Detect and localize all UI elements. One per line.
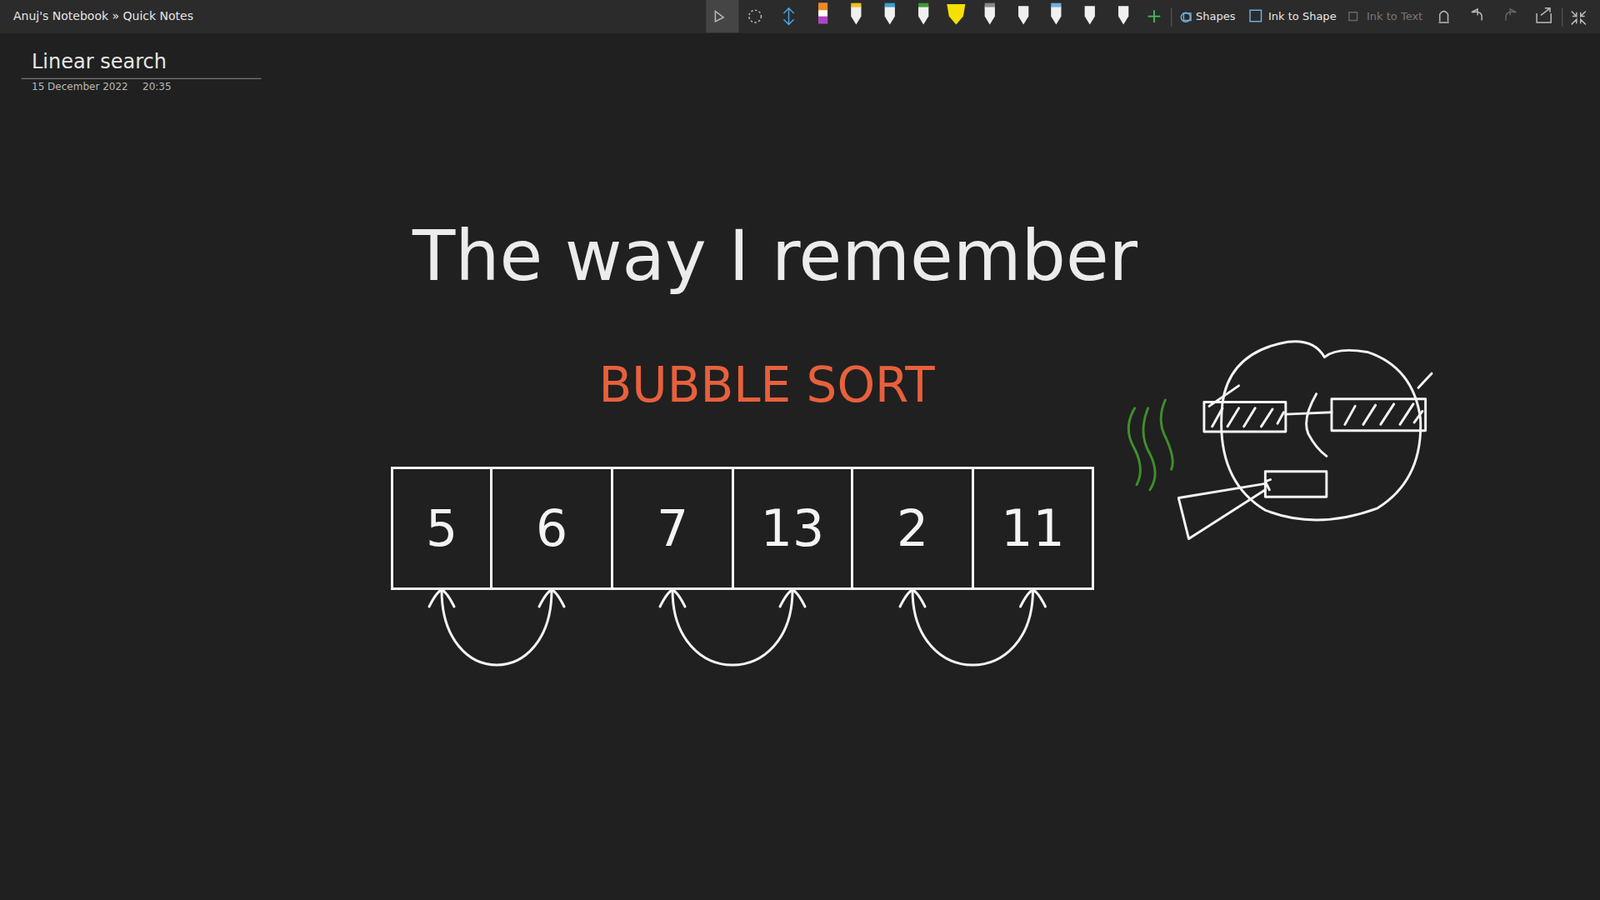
- toolbar-button-disabled: Ink to Text: [1366, 10, 1423, 23]
- array-cell: 2: [850, 466, 975, 590]
- array-cell: 6: [490, 466, 614, 590]
- cell-value: 2: [896, 499, 929, 558]
- page-title: Linear search: [31, 50, 167, 74]
- arrow-head: [780, 590, 805, 607]
- cell-value: 7: [656, 499, 689, 558]
- arrow-head: [539, 590, 565, 607]
- toolbar-button: Shapes: [1195, 10, 1235, 23]
- title-underline: [21, 78, 262, 80]
- selected-tool: [705, 0, 739, 33]
- smoke-squiggles: [1128, 400, 1173, 490]
- cell-value: 6: [535, 499, 568, 558]
- toolbar-button: Ink to Shape: [1268, 10, 1337, 23]
- array-cell: 13: [731, 466, 854, 590]
- page-time: 20:35: [142, 80, 172, 93]
- array-cell: 5: [390, 466, 493, 590]
- arrow-head: [900, 590, 925, 607]
- page-date: 15 December 2022: [31, 80, 129, 93]
- breadcrumb: Anuj's Notebook » Quick Notes: [13, 9, 194, 23]
- array-cell: 7: [610, 466, 735, 590]
- array-cell: 11: [971, 466, 1095, 590]
- arrow-head: [1020, 590, 1046, 607]
- cell-value: 11: [1000, 499, 1065, 558]
- cool-face-doodle: [1178, 341, 1432, 540]
- app-toolbar: [0, 0, 1600, 34]
- cell-value: 13: [760, 499, 825, 558]
- swap-arrow: [441, 590, 552, 665]
- cell-value: 5: [425, 499, 458, 558]
- swap-arrow: [912, 590, 1034, 665]
- page-heading: The way I remember: [412, 215, 1138, 297]
- arrow-head: [429, 590, 455, 607]
- swap-arrow: [672, 590, 793, 665]
- pen-icons: [818, 3, 1586, 27]
- algorithm-name: BUBBLE SORT: [598, 356, 935, 414]
- arrow-head: [660, 590, 685, 607]
- toolbar-icons: [715, 8, 794, 25]
